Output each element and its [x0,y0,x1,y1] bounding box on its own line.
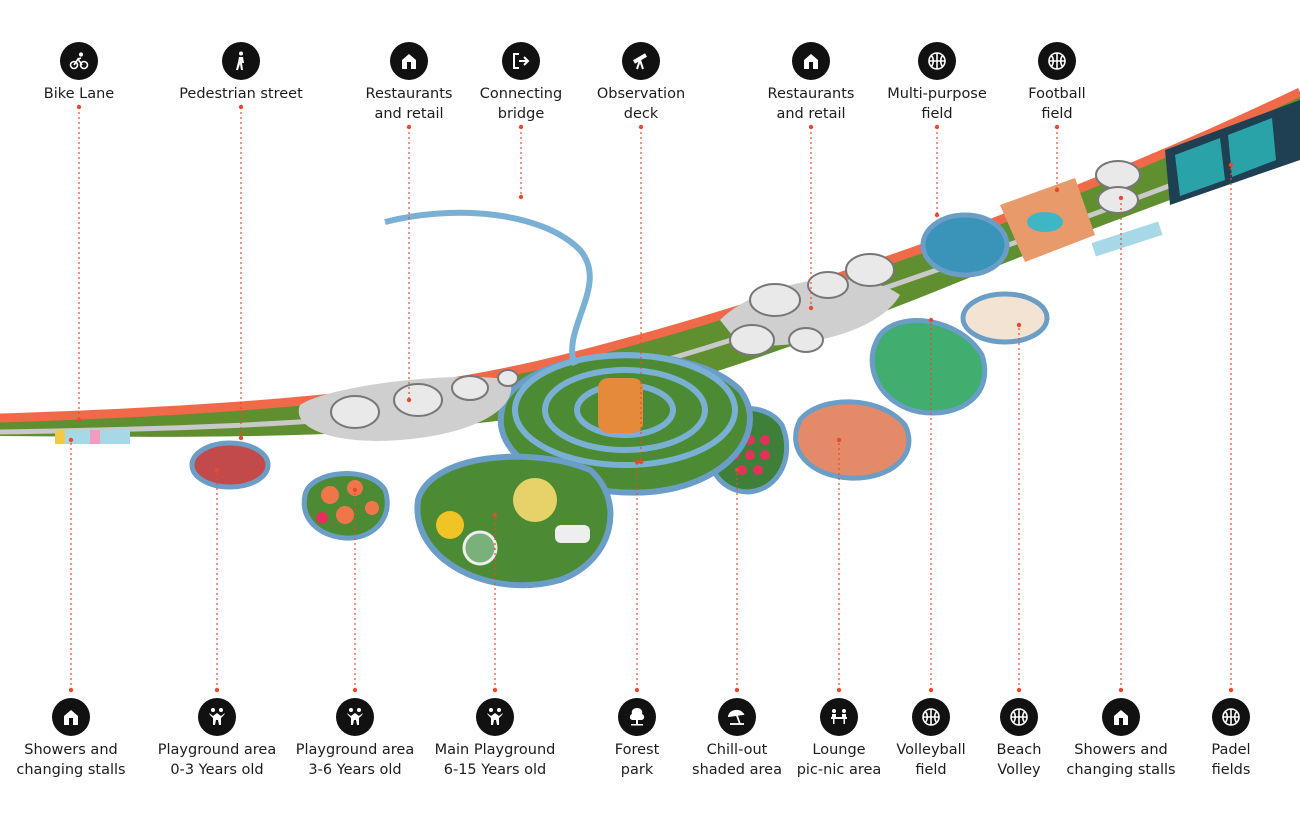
showers-stalls-1 [55,430,130,444]
connector-dot [238,104,244,110]
connector-dot [934,124,940,130]
connector-dot [352,687,358,693]
ball-icon [1038,42,1076,80]
pedestrian-icon [222,42,260,80]
connector-dot [68,687,74,693]
restaurants-cluster-2 [720,160,1141,356]
label-pedestrian-street: Pedestrian street [179,86,303,102]
telescope-icon [622,42,660,80]
picnic-icon [820,698,858,736]
connector-dot [928,317,934,323]
connector-dot [214,467,220,473]
connector-dot [518,194,524,200]
connector-dots [68,104,1234,693]
ball-icon [1212,698,1250,736]
lounge-picnic-pod [793,399,912,481]
house-icon [52,698,90,736]
connector-dot [634,459,640,465]
children-icon [476,698,514,736]
ball-icon [912,698,950,736]
connector-dot [934,212,940,218]
ball-icon [1000,698,1038,736]
bike-icon [60,42,98,80]
children-icon [336,698,374,736]
umbrella-icon [718,698,756,736]
connector-dot [1016,322,1022,328]
playground-0-3-pod [189,440,271,490]
restaurants-cluster-1 [298,369,519,441]
observation-deck-tower [598,378,643,433]
connector-dot [1228,687,1234,693]
connector-dot [238,435,244,441]
beach-volley-shape [960,291,1050,345]
connector-dot [808,124,814,130]
ball-icon [918,42,956,80]
connector-dot [734,467,740,473]
multi-purpose-field-shape [920,212,1010,278]
connector-dot [76,104,82,110]
connector-dot [836,687,842,693]
tree-icon [618,698,656,736]
exit-arrow-icon [502,42,540,80]
connector-dot [928,687,934,693]
house-icon [1102,698,1140,736]
connector-dot [1228,162,1234,168]
children-icon [198,698,236,736]
connector-dot [634,687,640,693]
volleyball-pod [869,318,988,416]
connector-dot [214,687,220,693]
connector-dot [68,437,74,443]
connector-dot [518,124,524,130]
connector-dot [638,459,644,465]
connector-dot [492,687,498,693]
connector-dot [76,417,82,423]
connector-dot [406,124,412,130]
connector-dot [352,487,358,493]
connector-lines [70,107,1232,690]
house-icon [390,42,428,80]
showers-stalls-2 [1091,221,1163,257]
connector-dot [734,687,740,693]
connector-dot [1054,124,1060,130]
house-icon [792,42,830,80]
connector-dot [1054,187,1060,193]
connector-dot [808,305,814,311]
connector-dot [638,124,644,130]
connector-dot [492,512,498,518]
connector-dot [1118,687,1124,693]
label-bike-lane: Bike Lane [43,86,115,102]
padel-fields [1165,100,1300,205]
connector-dot [1016,687,1022,693]
connector-dot [406,397,412,403]
connector-dot [836,437,842,443]
connector-dot [1118,195,1124,201]
